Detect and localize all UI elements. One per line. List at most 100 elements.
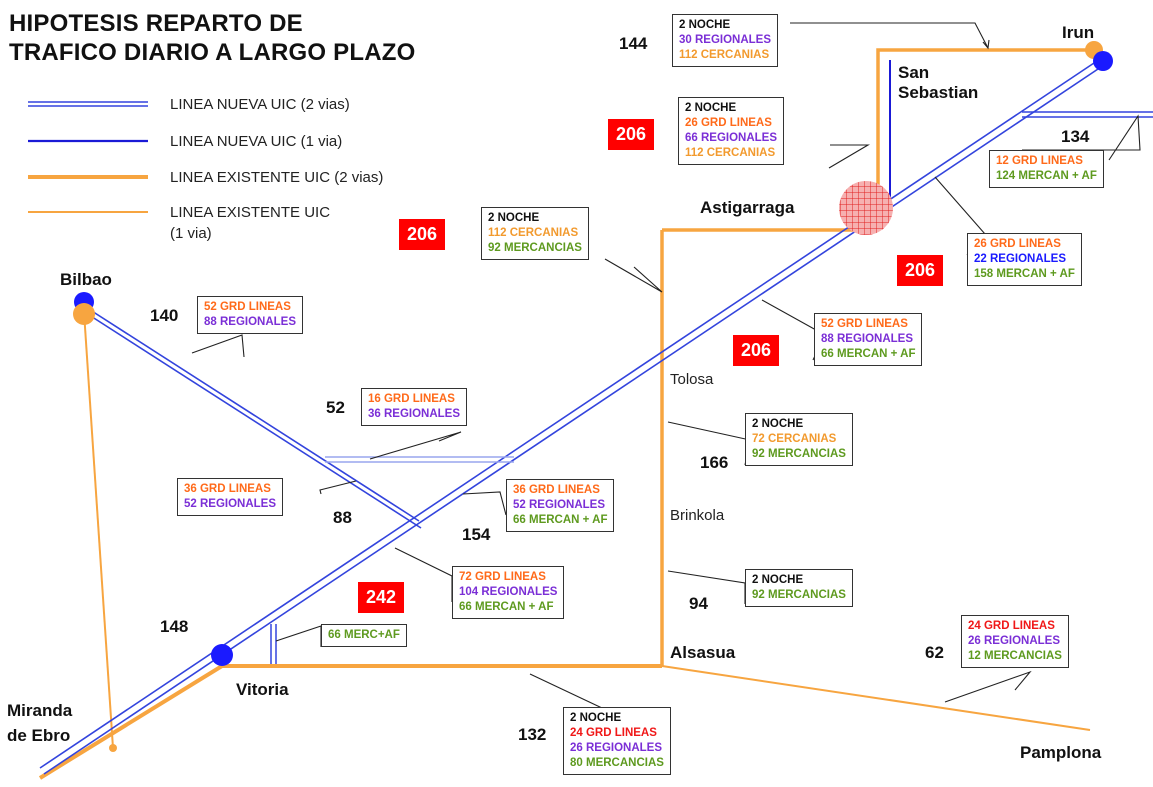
legend-label: LINEA NUEVA UIC (1 via): [170, 133, 343, 150]
city-san-sebastian: San Sebastian: [898, 63, 978, 103]
traffic-box-west-88: 36 GRD LINEAS 52 REGIONALES: [177, 478, 284, 516]
title-line-1: HIPOTESIS REPARTO DE: [9, 10, 303, 37]
traffic-box-irun: 2 NOCHE 30 REGIONALES 112 CERCANIAS: [672, 14, 779, 67]
callout-leaders: [191, 22, 1141, 709]
box-line-mercancias: 12 MERCANCIAS: [968, 650, 1062, 662]
city-miranda-de-ebro: Miranda de Ebro: [7, 698, 72, 748]
total-140: 140: [150, 306, 179, 325]
town-tolosa: Tolosa: [670, 371, 714, 388]
total-88: 88: [333, 508, 352, 527]
city-pamplona: Pamplona: [1020, 743, 1102, 762]
box-line-regionales: 52 REGIONALES: [513, 499, 606, 511]
city-alsasua: Alsasua: [670, 643, 736, 662]
box-line-mercancias: 66 MERCAN + AF: [513, 514, 608, 526]
box-line-cercanias: 72 CERCANIAS: [752, 433, 837, 445]
total-134: 134: [1061, 127, 1090, 146]
box-line-grd: 36 GRD LINEAS: [184, 483, 271, 495]
city-name-line: San: [898, 63, 930, 82]
traffic-box-tolosa: 2 NOCHE 72 CERCANIAS 92 MERCANCIAS: [745, 413, 853, 466]
box-line-mercancias: 158 MERCAN + AF: [974, 268, 1075, 280]
box-line-mercancias: 66 MERCAN + AF: [821, 348, 916, 360]
total-166: 166: [700, 453, 729, 472]
box-line-regionales: 104 REGIONALES: [459, 586, 558, 598]
badge-206-tolosa: 206: [733, 335, 779, 366]
box-line-regionales: 22 REGIONALES: [974, 253, 1067, 265]
total-94: 94: [689, 594, 708, 613]
badge-206-astigarraga: 206: [399, 219, 445, 250]
astigarraga-junction: [839, 181, 893, 235]
badge-206-sanseb: 206: [608, 119, 654, 150]
traffic-box-vitoria-spur: 66 MERC+AF: [321, 624, 407, 647]
traffic-box-bilbao: 52 GRD LINEAS 88 REGIONALES: [197, 296, 304, 334]
box-line-grd: 24 GRD LINEAS: [570, 727, 657, 739]
box-line-regionales: 66 REGIONALES: [685, 132, 778, 144]
box-line-cercanias: 112 CERCANIAS: [685, 147, 776, 159]
total-154: 154: [462, 525, 491, 544]
box-line-cercanias: 112 CERCANIAS: [488, 227, 579, 239]
box-line-mercancias: 124 MERCAN + AF: [996, 170, 1097, 182]
total-144: 144: [619, 34, 648, 53]
traffic-box-san-sebastian: 2 NOCHE 26 GRD LINEAS 66 REGIONALES 112 …: [678, 97, 785, 165]
city-irun: Irun: [1062, 23, 1095, 42]
city-vitoria: Vitoria: [236, 680, 289, 699]
legend-label: LINEA NUEVA UIC (2 vias): [170, 96, 350, 113]
total-62: 62: [925, 643, 944, 662]
box-line-noche: 2 NOCHE: [488, 212, 540, 224]
traffic-box-east: 12 GRD LINEAS 124 MERCAN + AF: [989, 150, 1104, 188]
traffic-box-link-52: 16 GRD LINEAS 36 REGIONALES: [361, 388, 468, 426]
traffic-box-brinkola: 2 NOCHE 92 MERCANCIAS: [745, 569, 853, 607]
box-line-mercancias: 66 MERCAN + AF: [459, 601, 554, 613]
total-52: 52: [326, 398, 345, 417]
box-line-cercanias: 112 CERCANIAS: [679, 49, 770, 61]
legend-label: LINEA EXISTENTE UIC (2 vias): [170, 169, 384, 186]
box-line-regionales: 88 REGIONALES: [204, 316, 297, 328]
box-line-grd: 16 GRD LINEAS: [368, 393, 455, 405]
existing-lines: [38, 48, 1100, 780]
box-line-regionales: 52 REGIONALES: [184, 498, 277, 510]
legend-label-2: (1 via): [170, 225, 212, 242]
box-line-noche: 2 NOCHE: [685, 102, 737, 114]
box-line-grd: 26 GRD LINEAS: [974, 238, 1061, 250]
traffic-box-diagonal-mid: 52 GRD LINEAS 88 REGIONALES 66 MERCAN + …: [814, 313, 923, 366]
city-name-line: Sebastian: [898, 83, 979, 102]
map-title: HIPOTESIS REPARTO DE TRAFICO DIARIO A LA…: [9, 9, 415, 67]
box-line-regionales: 26 REGIONALES: [570, 742, 663, 754]
badge-242: 242: [358, 582, 404, 613]
box-line-noche: 2 NOCHE: [752, 574, 804, 586]
city-name-line: Miranda: [7, 701, 73, 720]
box-line-grd: 12 GRD LINEAS: [996, 155, 1083, 167]
box-line-mercancias: 92 MERCANCIAS: [488, 242, 582, 254]
traffic-box-pamplona: 24 GRD LINEAS 26 REGIONALES 12 MERCANCIA…: [961, 615, 1069, 668]
box-line-regionales: 36 REGIONALES: [368, 408, 461, 420]
traffic-box-south-132: 2 NOCHE 24 GRD LINEAS 26 REGIONALES 80 M…: [563, 707, 671, 775]
title-line-2: TRAFICO DIARIO A LARGO PLAZO: [9, 39, 416, 66]
total-132: 132: [518, 725, 547, 744]
box-line-grd: 36 GRD LINEAS: [513, 484, 600, 496]
legend-swatches: [28, 101, 148, 213]
box-line-noche: 2 NOCHE: [679, 19, 731, 31]
box-line-mercancias: 92 MERCANCIAS: [752, 448, 846, 460]
box-line-noche: 2 NOCHE: [752, 418, 804, 430]
traffic-box-diagonal-242: 72 GRD LINEAS 104 REGIONALES 66 MERCAN +…: [452, 566, 565, 619]
town-brinkola: Brinkola: [670, 507, 725, 524]
box-line-regionales: 88 REGIONALES: [821, 333, 914, 345]
city-bilbao: Bilbao: [60, 270, 112, 289]
city-name-line: de Ebro: [7, 726, 71, 745]
box-line-grd: 24 GRD LINEAS: [968, 620, 1055, 632]
city-astigarraga: Astigarraga: [700, 198, 795, 217]
box-line-regionales: 26 REGIONALES: [968, 635, 1061, 647]
box-line-noche: 2 NOCHE: [570, 712, 622, 724]
traffic-box-diagonal-ne: 26 GRD LINEAS 22 REGIONALES 158 MERCAN +…: [967, 233, 1082, 286]
stations: [73, 41, 1113, 666]
box-line-grd: 52 GRD LINEAS: [821, 318, 908, 330]
traffic-box-astigarraga-west: 2 NOCHE 112 CERCANIAS 92 MERCANCIAS: [481, 207, 589, 260]
box-line-mercancias: 66 MERC+AF: [328, 629, 400, 641]
box-line-regionales: 30 REGIONALES: [679, 34, 772, 46]
legend-label: LINEA EXISTENTE UIC: [170, 204, 331, 221]
box-line-grd: 72 GRD LINEAS: [459, 571, 546, 583]
total-148: 148: [160, 617, 189, 636]
box-line-mercancias: 92 MERCANCIAS: [752, 589, 846, 601]
traffic-box-diagonal-154: 36 GRD LINEAS 52 REGIONALES 66 MERCAN + …: [506, 479, 615, 532]
badge-206-east: 206: [897, 255, 943, 286]
